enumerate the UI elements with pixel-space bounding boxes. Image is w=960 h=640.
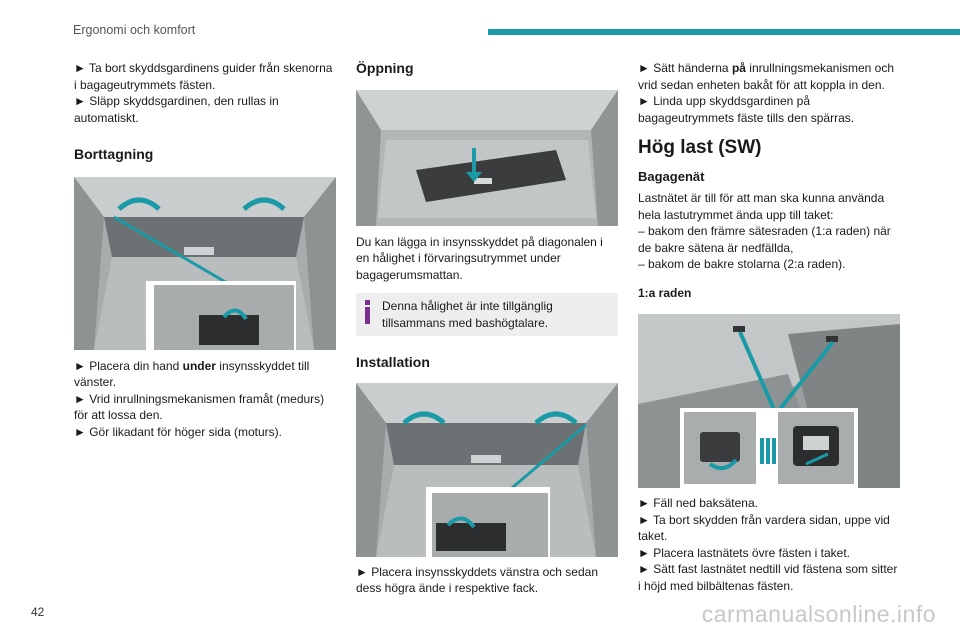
cargo-net-option-2: – bakom de bakre stolarna (2:a raden). — [638, 257, 846, 271]
cargo-net-option-1: – bakom den främre sätesraden (1:a raden… — [638, 224, 891, 255]
column-2: Öppning Du kan lägga in insynsskyddet på… — [356, 60, 618, 597]
page-header: Ergonomi och komfort — [0, 0, 960, 40]
page-number: 42 — [31, 605, 45, 619]
instruction-attach-lower: ► Sätt fast lastnätet nedtill vid fästen… — [638, 562, 898, 593]
instruction-turn-mechanism: ► Vrid inrullningsmekanismen framåt (med… — [74, 391, 325, 423]
column-1: ► Ta bort skyddsgardinens guider från sk… — [74, 60, 336, 440]
instruction-hand-under: ► Placera din hand under insynsskyddet t… — [74, 358, 310, 390]
instruction-fold-seats: ► Fäll ned baksätena. — [638, 496, 758, 510]
heading-opening: Öppning — [356, 60, 414, 76]
instruction-place-upper: ► Placera lastnätets övre fästen i taket… — [638, 545, 850, 560]
info-note-text: Denna hålighet är inte tillgänglig tills… — [382, 299, 553, 330]
installation-illustration — [356, 382, 618, 557]
instruction-release-blind: ► Släpp skyddsgardinen, den rullas in au… — [74, 94, 279, 125]
header-accent-bar — [488, 29, 960, 35]
removal-illustration — [74, 176, 336, 350]
instruction-right-side: ► Gör likadant för höger sida (moturs). — [74, 424, 282, 439]
instruction-place-ends: ► Placera insynsskyddets vänstra och sed… — [356, 564, 598, 596]
cargo-net-description: Lastnätet är till för att man ska kunna … — [638, 191, 885, 222]
watermark: carmanualsonline.info — [701, 601, 936, 627]
heading-removal: Borttagning — [74, 146, 154, 162]
cargo-net-illustration — [638, 314, 900, 488]
heading-first-row: 1:a raden — [638, 285, 692, 300]
section-title: Ergonomi och komfort — [73, 23, 196, 37]
info-note: Denna hålighet är inte tillgänglig tills… — [356, 293, 618, 336]
heading-installation: Installation — [356, 354, 430, 370]
instruction-remove-covers: ► Ta bort skydden från vardera sidan, up… — [638, 512, 890, 544]
info-icon — [362, 298, 374, 331]
instruction-wind-up: ► Linda upp skyddsgardinen på bagageutry… — [638, 94, 855, 125]
instruction-remove-guides: ► Ta bort skyddsgardinens guider från sk… — [74, 61, 333, 92]
heading-cargo-net: Bagagenät — [638, 168, 705, 184]
column-3: ► Sätt händerna på inrullningsmekanismen… — [638, 60, 900, 594]
opening-illustration — [356, 89, 618, 226]
opening-description: Du kan lägga in insynsskyddet på diagona… — [356, 234, 603, 282]
heading-high-load: Hög last (SW) — [638, 137, 762, 158]
instruction-hands-on: ► Sätt händerna på inrullningsmekanismen… — [638, 61, 895, 92]
